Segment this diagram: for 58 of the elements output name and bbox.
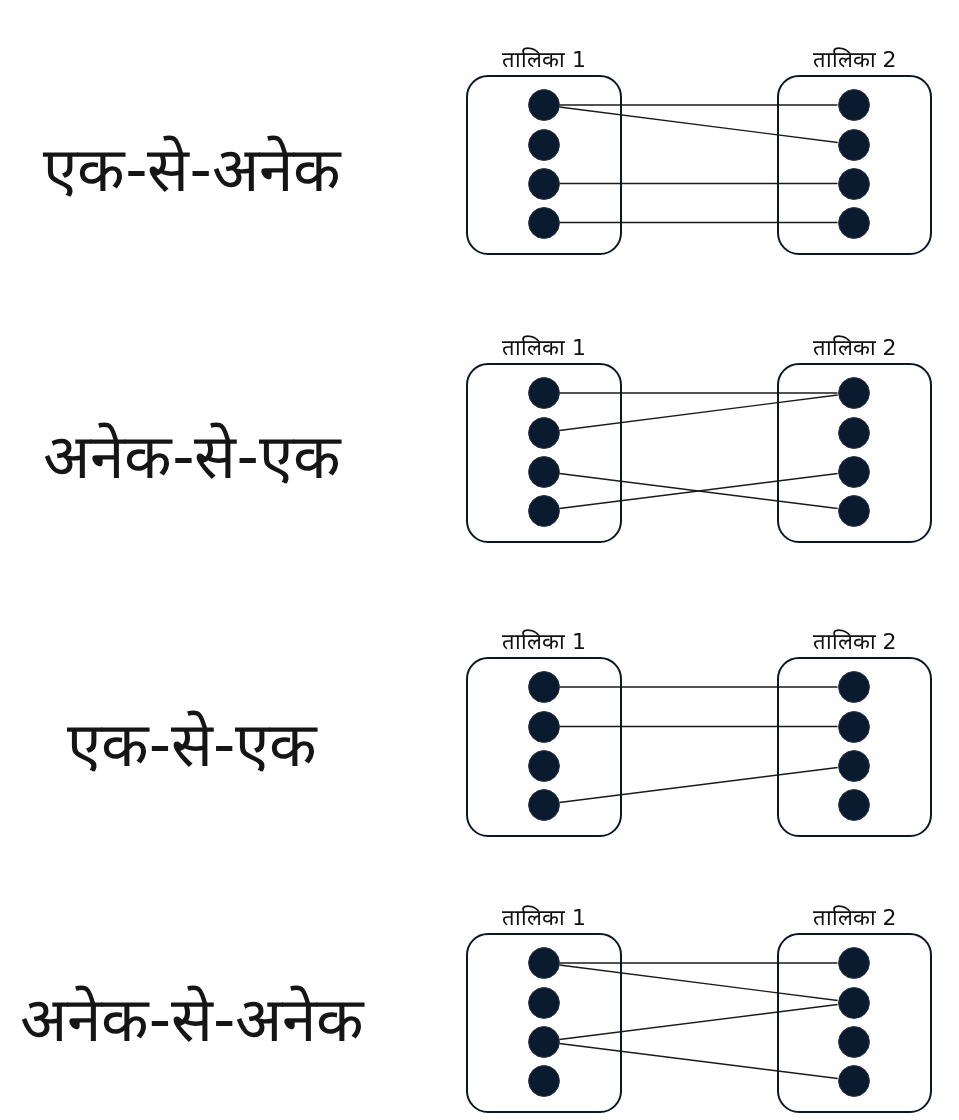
dot (837, 986, 870, 1019)
table-label: तालिका 2 (812, 906, 897, 930)
dot (837, 416, 870, 449)
dot (527, 947, 560, 979)
dot (527, 1025, 560, 1058)
dot (837, 494, 870, 527)
connector-line (558, 182, 839, 185)
dot (837, 1064, 870, 1097)
connector-line (558, 1003, 839, 1041)
dot (837, 206, 870, 239)
connector-line (558, 394, 839, 432)
dot (527, 377, 560, 409)
dot (527, 89, 560, 121)
dot (527, 986, 560, 1019)
table-label: तालिका 2 (812, 48, 897, 72)
dot (837, 1025, 870, 1058)
dot (527, 788, 560, 821)
dot (527, 710, 560, 743)
dot (837, 710, 870, 743)
crossing-lines (558, 472, 839, 510)
dot (837, 89, 870, 121)
dot (837, 167, 870, 200)
dot (527, 455, 560, 488)
dot (527, 749, 560, 782)
connector-line (558, 964, 839, 1002)
dot (527, 671, 560, 703)
connector-line (558, 1042, 839, 1080)
dot (837, 455, 870, 488)
table-label: तालिका 2 (812, 336, 897, 360)
table-label: तालिका 2 (812, 630, 897, 654)
dot (527, 494, 560, 527)
dot (527, 1064, 560, 1097)
dot (837, 788, 870, 821)
dot (837, 377, 870, 409)
connector-line (558, 766, 839, 804)
relationship-label: अनेक-से-अनेक (19, 984, 365, 1056)
table-label: तालिका 1 (502, 906, 586, 930)
connector-line (558, 104, 839, 106)
relationship-label: अनेक-से-एक (43, 421, 341, 493)
connector-line (558, 221, 839, 224)
table-label: तालिका 1 (502, 336, 586, 360)
connector-line (558, 725, 839, 728)
dot (527, 206, 560, 239)
connector-line (558, 392, 839, 394)
dot (527, 128, 560, 161)
connector-line (558, 106, 839, 144)
dot (837, 947, 870, 979)
dot (527, 416, 560, 449)
connector-line (558, 686, 839, 688)
connector-line (558, 962, 839, 964)
dot (837, 128, 870, 161)
table-label: तालिका 1 (502, 630, 586, 654)
dot (837, 749, 870, 782)
dot (527, 167, 560, 200)
table-label: तालिका 1 (502, 48, 586, 72)
relationship-label: एक-से-एक (66, 709, 318, 781)
relationship-label: एक-से-अनेक (43, 134, 341, 206)
dot (837, 671, 870, 703)
